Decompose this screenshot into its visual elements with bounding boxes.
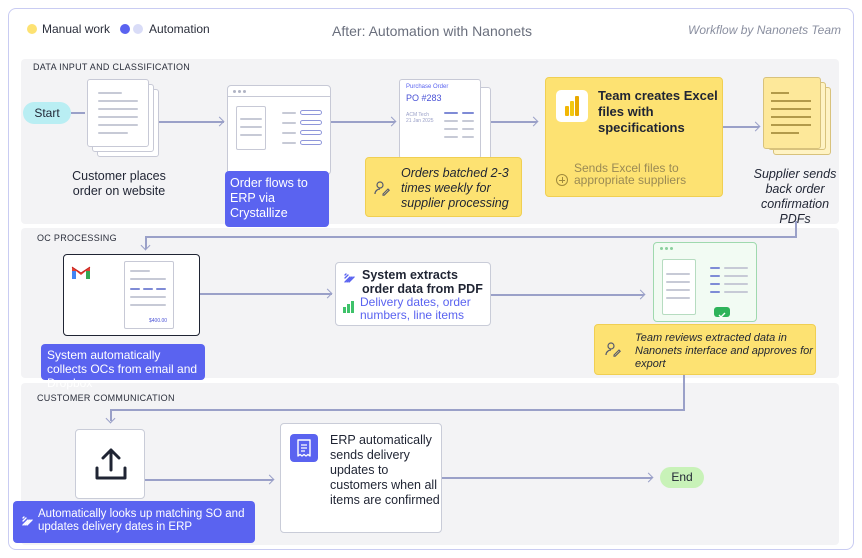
arrow-email-extract [200, 293, 332, 295]
arrow-start-customer [71, 112, 85, 114]
lookup-so-text: Automatically looks up matching SO and u… [38, 508, 245, 533]
section-label-data-input: DATA INPUT AND CLASSIFICATION [33, 62, 191, 72]
excel-title: Team creates Excel files with specificat… [598, 88, 718, 135]
receipt-icon [290, 434, 318, 462]
automation-legend-dot [120, 24, 130, 34]
upload-icon [91, 444, 131, 484]
arrow-erp-po [331, 121, 395, 123]
end-terminal: End [660, 467, 704, 488]
arrow-po-excel [491, 121, 537, 123]
credit-text: Workflow by Nanonets Team [688, 23, 841, 37]
bar-chart-app-icon [556, 90, 588, 122]
extract-title: System extracts order data from PDF [362, 268, 483, 296]
erp-window [227, 85, 331, 175]
po-doc-title: Purchase Order [406, 84, 449, 90]
connector-row1-row2-down [795, 221, 797, 237]
connector-row2-row3-drop [110, 409, 112, 421]
start-terminal: Start [23, 102, 71, 124]
erp-update-box: ERP automatically sends delivery updates… [280, 423, 442, 533]
manual-legend-label: Manual work [42, 22, 111, 36]
po-doc-meta1: ACM Tech [406, 112, 429, 118]
upload-card [75, 429, 145, 499]
batch-orders-box: Orders batched 2-3 times weekly for supp… [365, 157, 522, 217]
erp-update-text: ERP automatically sends delivery updates… [330, 433, 440, 507]
automation-sparkle-icon [343, 271, 355, 283]
customer-doc-front [87, 79, 149, 147]
batch-orders-text: Orders batched 2-3 times weekly for supp… [401, 166, 509, 210]
arrow-extract-review [491, 294, 644, 296]
supplier-caption: Supplier sends back order confirmation P… [753, 167, 837, 226]
email-doc: $400.00 [124, 261, 174, 329]
arrow-upload-erp [145, 479, 273, 481]
page-title: After: Automation with Nanonets [332, 23, 532, 39]
person-edit-icon [605, 341, 621, 357]
section-label-oc-processing: OC PROCESSING [37, 233, 117, 243]
excel-subtext: Sends Excel files to appropriate supplie… [574, 161, 687, 187]
arrow-erp-end [442, 477, 652, 479]
automation-legend-label: Automation [149, 22, 210, 36]
section-label-customer-comm: CUSTOMER COMMUNICATION [37, 393, 175, 403]
plus-circle-icon [556, 174, 568, 186]
connector-row2-row3-across [110, 409, 685, 411]
automation-sparkle-icon [21, 515, 33, 527]
customer-caption: Customer places order on website [72, 169, 166, 198]
automation-legend-dot-light [133, 24, 143, 34]
review-text: Team reviews extracted data in Nanonets … [635, 332, 813, 370]
connector-row1-row2-across [145, 236, 797, 238]
connector-row1-row2-drop [145, 236, 147, 249]
lookup-so-box: Automatically looks up matching SO and u… [13, 501, 255, 543]
arrow-excel-supplier [723, 126, 759, 128]
email-amount: $400.00 [149, 318, 168, 324]
workflow-diagram: Manual work Automation After: Automation… [8, 8, 854, 550]
erp-flow-box: Order flows to ERP via Crystallize [225, 171, 329, 227]
person-edit-icon [374, 180, 390, 196]
gmail-icon [70, 263, 92, 281]
manual-legend-dot [27, 24, 37, 34]
connector-row2-row3-down [683, 375, 685, 409]
review-window [653, 242, 757, 322]
supplier-doc-front [763, 77, 821, 149]
po-doc-front: Purchase Order PO #283 ACM Tech 21 Jan 2… [399, 79, 481, 159]
review-box: Team reviews extracted data in Nanonets … [594, 324, 816, 375]
email-inbox-card: $400.00 [63, 254, 200, 336]
po-doc-number: PO #283 [406, 93, 442, 103]
extract-chart-icon [343, 301, 355, 313]
check-icon [714, 307, 730, 318]
arrow-customer-erp [159, 121, 224, 123]
extract-box: System extracts order data from PDF Deli… [335, 262, 491, 326]
excel-box: Team creates Excel files with specificat… [545, 77, 723, 197]
collect-ocs-box: System automatically collects OCs from e… [41, 344, 205, 390]
po-doc-meta2: 21 Jan 2025 [406, 118, 434, 124]
extract-detail: Delivery dates, order numbers, line item… [360, 295, 471, 322]
